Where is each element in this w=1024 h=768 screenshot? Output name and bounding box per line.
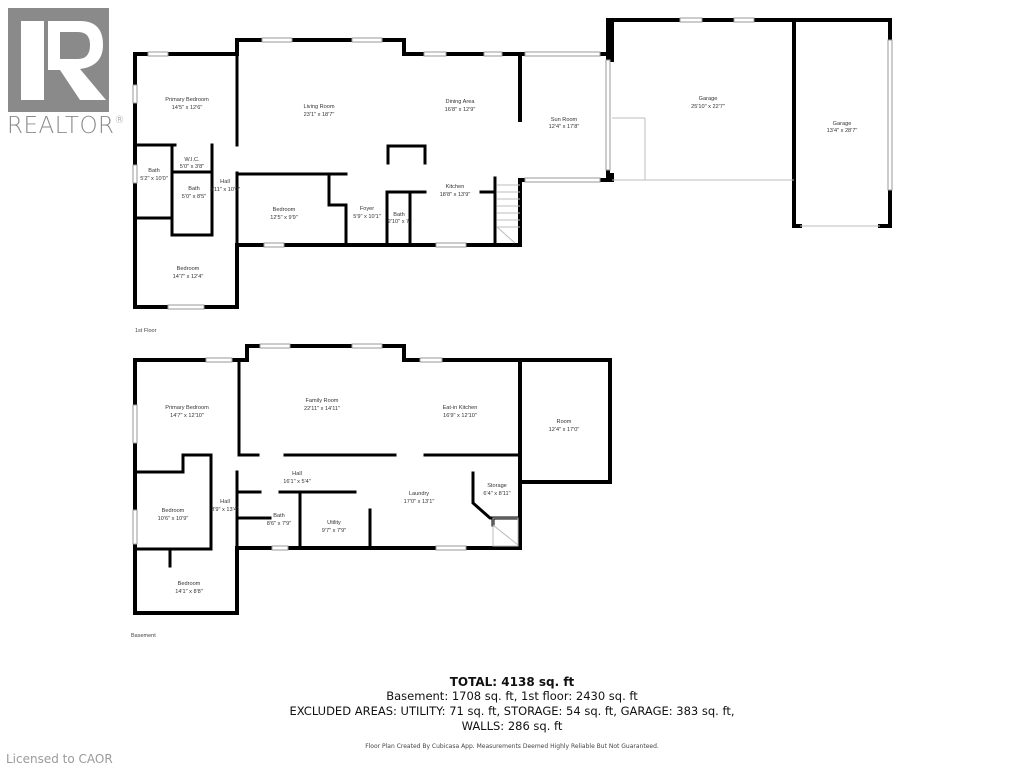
- window: [423, 51, 447, 57]
- room-dims: 6'4" x 8'11": [483, 491, 510, 497]
- room-name: Bedroom: [162, 508, 185, 514]
- room-name: Bath: [393, 212, 405, 218]
- room-name: Room: [557, 419, 572, 425]
- room-dims: 2'10" x 7': [388, 219, 410, 225]
- room-name: Utility: [327, 520, 341, 526]
- room-dims: 5'0" x 3'8": [180, 164, 204, 170]
- window: [132, 84, 138, 104]
- floor-label-basement: Basement: [131, 633, 156, 639]
- basement-plan: Primary Bedroom 14'7" x 12'10" Family Ro…: [131, 343, 612, 639]
- room-dims: 5'0" x 8'5": [182, 194, 206, 200]
- room-name: Kitchen: [446, 184, 465, 190]
- room-name: Bedroom: [273, 207, 296, 213]
- room-dims: 22'11" x 14'11": [304, 406, 340, 412]
- window: [167, 304, 205, 310]
- room-dims: 17'0" x 13'1": [404, 499, 435, 505]
- room-name: Hall: [220, 499, 230, 505]
- room-dims: 5'2" x 10'0": [140, 176, 168, 182]
- window: [733, 17, 755, 23]
- room-dims: 16'1" x 5'4": [283, 479, 311, 485]
- room-dims: 14'7" x 12'4": [173, 274, 204, 280]
- room-dims: 12'5" x 9'9": [270, 215, 298, 221]
- room-name: Garage: [833, 121, 852, 127]
- floor-plan-credit: Floor Plan Created By Cubicasa App. Meas…: [365, 743, 659, 750]
- realtor-logo-icon: [8, 8, 109, 112]
- window: [147, 51, 169, 57]
- window: [261, 37, 293, 43]
- realtor-wordmark: REALTOR®: [7, 113, 125, 139]
- window: [679, 17, 703, 23]
- window: [132, 404, 138, 444]
- window: [524, 51, 601, 57]
- room-name: Bedroom: [178, 581, 201, 587]
- room-dims: 16'9" x 12'10": [443, 413, 477, 419]
- window: [263, 242, 285, 248]
- room-dims: 12'4" x 17'0": [549, 427, 580, 433]
- window: [351, 37, 383, 43]
- room-name: Bedroom: [177, 266, 200, 272]
- window: [132, 509, 138, 545]
- room-name: Dining Area: [446, 99, 476, 105]
- room-dims: 23'1" x 18'7": [304, 112, 335, 118]
- room-name: Bath: [188, 186, 200, 192]
- room-name: W.I.C.: [184, 157, 200, 163]
- room-dims: 3'11" x 10'0": [210, 187, 240, 193]
- room-name: Family Room: [306, 398, 339, 404]
- floor-label-first: 1st Floor: [135, 328, 157, 334]
- room-name: Garage: [699, 96, 718, 102]
- room-name: Laundry: [409, 491, 429, 497]
- room-name: Living Room: [303, 104, 334, 110]
- room-dims: 5'9" x 10'1": [353, 214, 381, 220]
- room-name: Storage: [487, 483, 507, 489]
- excluded-areas: EXCLUDED AREAS: UTILITY: 71 sq. ft, STOR…: [289, 704, 735, 718]
- room-dims: 18'8" x 13'9": [440, 192, 471, 198]
- realtor-wordmark-text: REALTOR: [7, 113, 115, 139]
- first-floor-plan: Primary Bedroom 14'5" x 12'6" W.I.C. 5'0…: [132, 17, 893, 334]
- room-dims: 10'6" x 10'9": [158, 516, 189, 522]
- room-dims: 14'7" x 12'10": [170, 413, 204, 419]
- window: [435, 545, 467, 551]
- window: [259, 343, 291, 349]
- window: [483, 51, 503, 57]
- license-text: Licensed to CAOR: [6, 752, 113, 766]
- room-dims: 16'8" x 12'9": [445, 107, 476, 113]
- window: [132, 164, 138, 184]
- floor-areas: Basement: 1708 sq. ft, 1st floor: 2430 s…: [386, 689, 638, 703]
- room-dims: 12'4" x 17'8": [549, 124, 580, 130]
- window: [271, 545, 289, 551]
- room-dims: 14'1" x 8'8": [175, 589, 203, 595]
- window: [205, 357, 233, 363]
- walls-area: WALLS: 286 sq. ft: [461, 719, 563, 733]
- room-name: Primary Bedroom: [165, 97, 209, 103]
- window: [887, 39, 893, 191]
- room-dims: 8'6" x 7'9": [267, 521, 291, 527]
- window: [419, 357, 443, 363]
- room-name: Primary Bedroom: [165, 405, 209, 411]
- room-dims: 25'10" x 22'7": [691, 104, 725, 110]
- window: [351, 343, 383, 349]
- room-name: Bath: [148, 168, 160, 174]
- room-name: Hall: [220, 179, 230, 185]
- room-dims: 9'7" x 7'9": [322, 528, 346, 534]
- room-name: Foyer: [360, 206, 374, 212]
- stairs-icon: [492, 517, 519, 547]
- window: [524, 177, 601, 183]
- room-dims: 3'9" x 13'4": [211, 507, 239, 513]
- stairs-icon: [496, 184, 520, 244]
- room-name: Eat-in Kitchen: [443, 405, 478, 411]
- room-dims: 14'5" x 12'6": [172, 105, 203, 111]
- room-name: Bath: [273, 513, 285, 519]
- window: [605, 59, 611, 171]
- registered-mark: ®: [114, 115, 126, 126]
- total-area: TOTAL: 4138 sq. ft: [449, 675, 575, 689]
- realtor-r-glyph-icon: [21, 21, 106, 100]
- room-dims: 13'4" x 28'7": [827, 128, 858, 134]
- room-name: Sun Room: [551, 117, 578, 123]
- room-name: Hall: [292, 471, 302, 477]
- window: [435, 242, 467, 248]
